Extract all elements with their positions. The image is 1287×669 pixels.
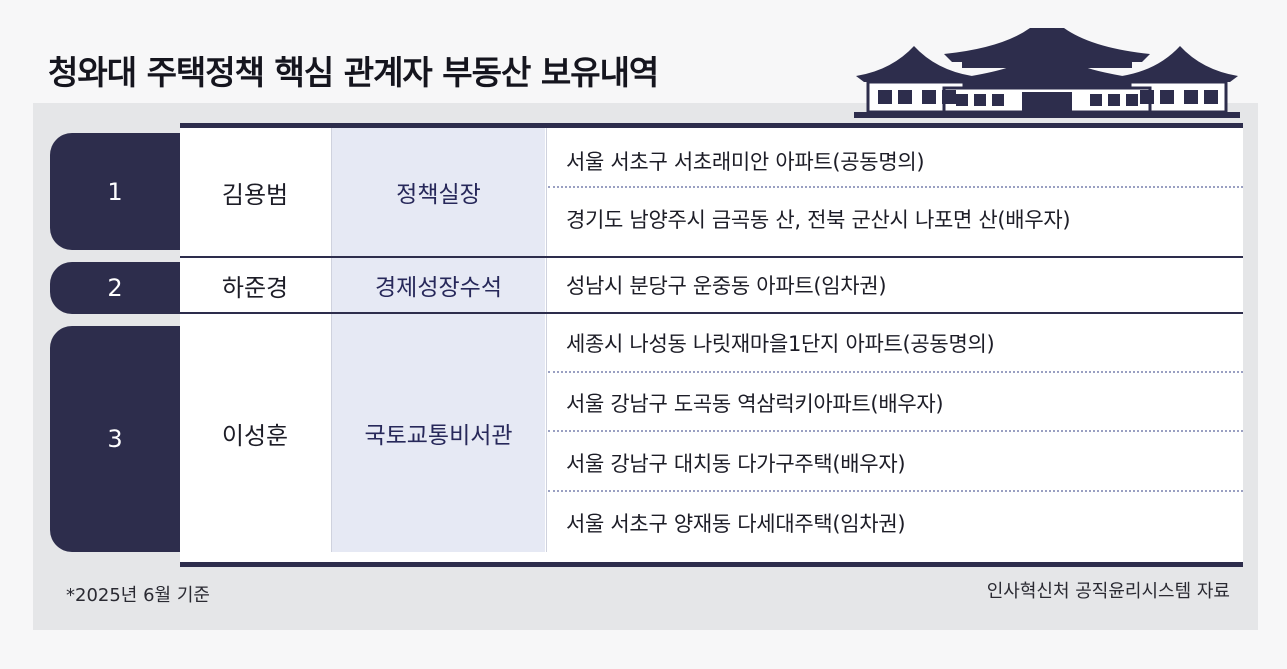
person-name: 김용범: [221, 180, 289, 209]
property-divider: [548, 430, 1243, 432]
name-cell: 하준경: [180, 258, 330, 312]
property-item: 세종시 나성동 나릿재마을1단지 아파트(공동명의): [566, 332, 995, 356]
footnote: *2025년 6월 기준: [66, 585, 210, 606]
column-divider: [546, 128, 547, 552]
person-name: 이성훈: [221, 421, 289, 450]
row-number: 3: [107, 425, 123, 453]
property-item: 서울 서초구 양재동 다세대주택(임차권): [566, 512, 906, 536]
property-divider: [548, 186, 1243, 188]
source-credit: 인사혁신처 공직윤리시스템 자료: [986, 581, 1230, 602]
role-cell: 정책실장: [332, 128, 545, 256]
property-item: 서울 서초구 서초래미안 아파트(공동명의): [566, 150, 925, 174]
blue-house-illustration: [854, 28, 1240, 118]
property-item: 서울 강남구 대치동 다가구주택(배우자): [566, 452, 906, 476]
role-cell: 경제성장수석: [332, 258, 545, 312]
page-title: 청와대 주택정책 핵심 관계자 부동산 보유내역: [48, 53, 659, 92]
role-label: 국토교통비서관: [364, 423, 513, 449]
role-label: 정책실장: [396, 182, 481, 208]
person-name: 하준경: [221, 273, 289, 302]
row-number-tab: 2: [50, 262, 180, 314]
name-cell: 이성훈: [180, 314, 330, 552]
row-number: 1: [107, 177, 123, 206]
property-item: 경기도 남양주시 금곡동 산, 전북 군산시 나포면 산(배우자): [566, 208, 1071, 232]
row-divider: [180, 256, 1243, 258]
property-item: 서울 강남구 도곡동 역삼럭키아파트(배우자): [566, 392, 944, 416]
row-number: 2: [107, 274, 123, 302]
column-divider: [331, 128, 332, 552]
property-divider: [548, 490, 1243, 492]
row-number-tab: 1: [50, 133, 180, 250]
property-divider: [548, 371, 1243, 373]
role-label: 경제성장수석: [375, 275, 502, 301]
row-number-tab: 3: [50, 326, 180, 552]
name-cell: 김용범: [180, 128, 330, 256]
property-item: 성남시 분당구 운중동 아파트(임차권): [566, 274, 887, 298]
row-divider: [180, 312, 1243, 314]
role-cell: 국토교통비서관: [332, 314, 545, 552]
